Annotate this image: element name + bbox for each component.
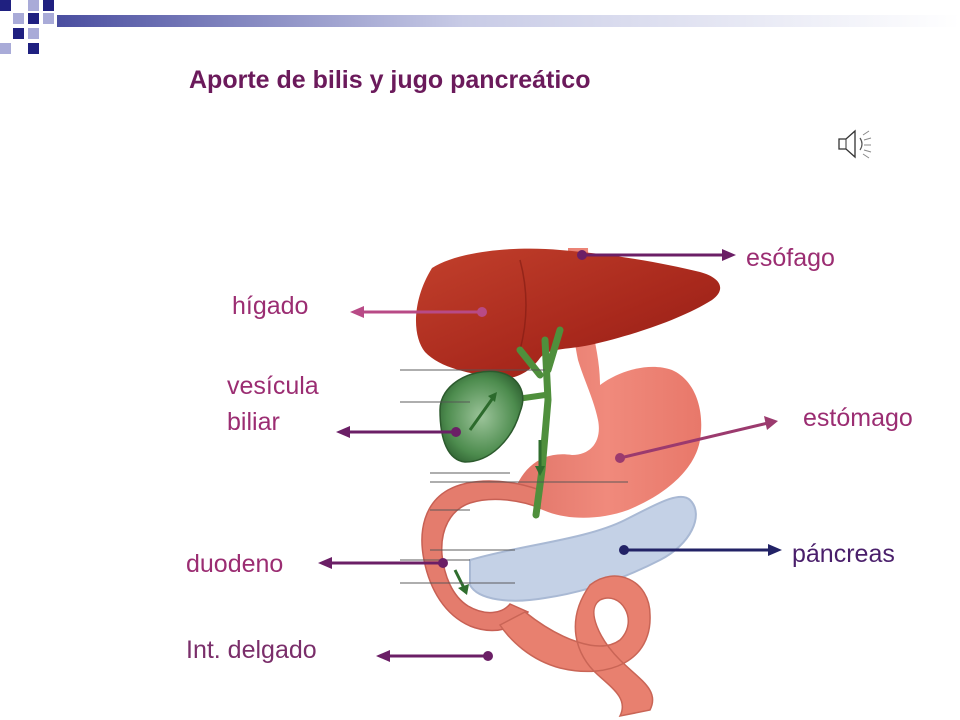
higado-arrow [350,306,487,318]
slide-title: Aporte de bilis y jugo pancreático [189,66,591,94]
label-intestino-delgado: Int. delgado [186,636,317,664]
intestino-arrow [376,650,493,662]
pancreas-arrow [619,544,782,556]
gallbladder-shape [439,370,524,463]
speaker-icon[interactable] [836,126,876,162]
header-decoration [0,0,960,54]
pancreas-shape [469,495,697,602]
label-vesicula-biliar: vesícula biliar [227,372,319,436]
liver-shape [415,248,721,379]
label-esofago: esófago [746,244,835,272]
esofago-arrow [577,249,736,261]
duodeno-arrow [318,557,448,569]
label-pancreas: páncreas [792,540,895,568]
bile-duct [516,326,564,519]
estomago-arrow [615,416,778,463]
vesicula-arrow [336,426,461,438]
small-intestine-shape [498,575,654,718]
label-higado: hígado [232,292,309,320]
leader-arrows [318,249,782,662]
label-duodeno: duodeno [186,550,284,578]
label-estomago: estómago [803,404,913,432]
